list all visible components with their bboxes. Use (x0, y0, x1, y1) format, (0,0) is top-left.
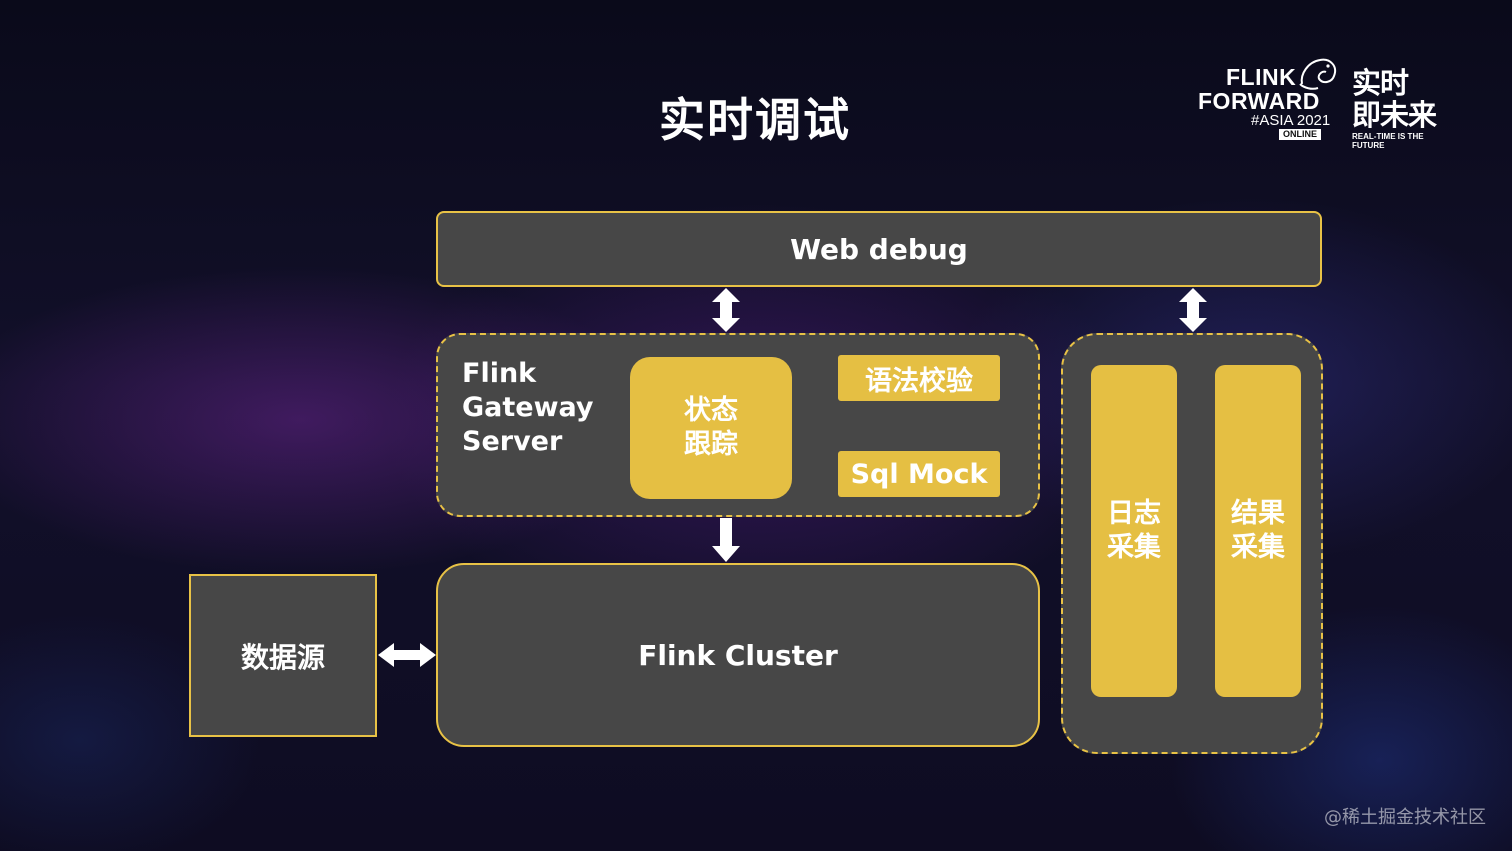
logo-text-cn-2: 即未来 (1352, 98, 1437, 132)
logo-tagline: REAL-TIME IS THE FUTURE (1352, 132, 1424, 150)
web-debug-box: Web debug (436, 211, 1322, 287)
arrow-web-gateway (712, 288, 740, 332)
syntax-check-box: 语法校验 (838, 355, 1000, 401)
logo-text-flink: FLINK (1226, 64, 1297, 90)
logo-text-online: ONLINE (1279, 129, 1322, 140)
flink-gateway-server-box: Flink Gateway Server 状态 跟踪 语法校验 Sql Mock (436, 333, 1040, 517)
logo-text-asia: #ASIA 2021 (1251, 112, 1331, 129)
result-collect-box: 结果 采集 (1215, 365, 1301, 697)
arrow-datasource-cluster (378, 643, 436, 667)
logo-text-cn-1: 实时 (1352, 66, 1409, 100)
squirrel-icon (1299, 58, 1336, 90)
watermark: @稀土掘金技术社区 (1324, 807, 1486, 828)
log-collect-box: 日志 采集 (1091, 365, 1177, 697)
flink-cluster-box: Flink Cluster (436, 563, 1040, 747)
logo-text-forward: FORWARD (1198, 88, 1320, 114)
flink-forward-logo: FLINK FORWARD #ASIA 2021 ONLINE 实时 即未来 R… (1196, 54, 1456, 150)
slide-title: 实时调试 (659, 93, 851, 147)
arrow-web-collector (1179, 288, 1207, 332)
gateway-label: Flink Gateway Server (462, 358, 594, 457)
arrow-gateway-cluster (712, 518, 740, 562)
data-source-box: 数据源 (189, 574, 377, 737)
collector-group-box: 日志 采集 结果 采集 (1061, 333, 1323, 754)
state-tracking-box: 状态 跟踪 (630, 357, 792, 499)
sql-mock-box: Sql Mock (838, 451, 1000, 497)
